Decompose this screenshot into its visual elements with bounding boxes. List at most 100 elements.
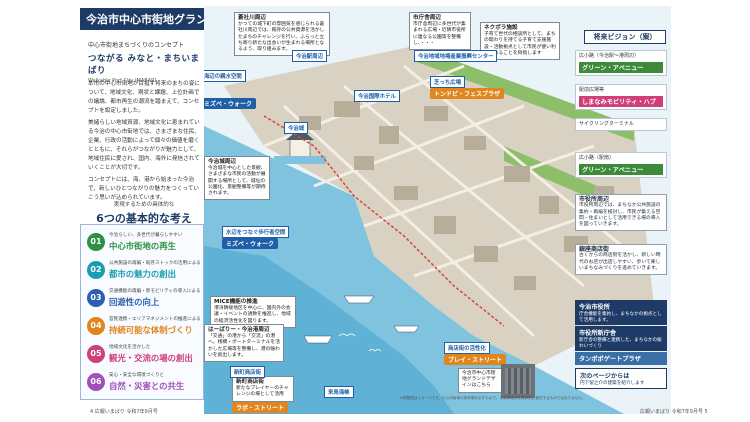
side-card-ginza: 銀座商店街 古くからの商店街を活かし、新しい時代のお店が出店しやすい、歩いて楽し… [575,244,667,276]
policy-subtitle: 官民連携・エリアマネジメントの推進による [109,317,201,322]
plaza-label: 芝っち広場 [430,76,465,88]
policy-item-2: 02 公共施設の再編・既存ストックの活用による 都市の魅力の創出 [87,259,203,283]
qr-code-icon[interactable] [501,364,535,398]
callout-text: 今治城を中心とした景観、さまざまな市民の活動が展開する場所として、城址の公園化、… [208,166,266,197]
tag-play-street: プレイ・ストリート [444,354,507,365]
bar-city-office: 今治市役所 庁舎機能を集約し、まちなかの拠点として活用します。 [575,300,667,325]
policy-subtitle: 交通機能の再編・新モビリティの導入による [109,289,201,294]
vision-card-head: グリーン・アベニュー [579,163,663,175]
concept-main: つながる みなと・まちいまばり [88,54,200,76]
bar-subtitle: 円下留之介の建築を紹介します [580,381,645,386]
shopping-street-label: 商店街の活性化 [444,342,490,354]
vision-title: 将来ビジョン（案） [584,30,666,44]
bar-new-office: 市役所新庁舎 新庁舎の整備と連携した、まちなかの賑わいづくり [575,326,667,351]
vision-card-1: 広小路（今治駅〜港周辺） グリーン・アベニュー [575,50,667,76]
tag-mizube-walk-1: ミズベ・ウォーク [204,98,257,109]
map-drawing [204,46,654,414]
callout-city-hall-area: 市庁舎周辺 市庁舎周辺に多世代が集まれる広場・近隣市役所に連なる公園等を整備し、… [409,12,471,51]
policy-number-badge: 01 [87,233,105,251]
deep-sea-area [204,246,454,414]
walking-route-line [263,115,505,327]
policy-kicker: 実現するための具体的な [113,202,175,208]
policy-headline: 自然・災害との共生 [109,381,185,391]
callout-text: 子育て世代の相談所として、まちの関わりを持てる子育て支援施設・活動拠点として市民… [484,32,556,56]
policy-number-badge: 04 [87,317,105,335]
bar-subtitle: 庁舎機能を集約し、まちなかの拠点として活用します。 [579,312,662,323]
policy-item-6: 06 安心・安全な環境づくりと 自然・災害との共生 [87,371,203,395]
shinmachi-label: 新町商店街 [230,366,265,378]
policy-headline: 観光・交流の場の創出 [109,353,193,363]
bar-title: 次のページからは [580,373,630,380]
policy-headline: 回遊性の向上 [109,297,160,307]
callout-text: 港湾隣接地区を中心に、国内外の会議・イベントの誘致を推進し、地域の経済活性化を図… [214,306,291,324]
station-area-label: 今治駅周辺 [292,50,327,62]
boat-icon [303,295,420,344]
tag-tondopi-plaza: トンドピ・フェスプラザ [430,88,505,99]
vision-card-subtitle: サイクリングターミナル [579,121,634,127]
callout-title: ネクボラ施設 [484,25,518,31]
callout-title: 今治城周辺 [208,159,236,165]
castle-label: 今治城 [284,122,309,134]
page-number: 5 [704,409,708,415]
page-title: 今治市中心市街地グランドデザイン [80,8,235,30]
side-card-title: 銀座商店街 [579,246,610,253]
callout-text: 新たなプレイヤーのチャレンジの場として活用 [236,386,289,398]
green-avenue-north [414,46,634,141]
page-number: 4 [90,409,94,415]
callout-soja-river: 蒼社川周辺 かつての城下町の雰囲気を感じられる蒼社川周辺では、既存の公共資源を活… [234,12,330,57]
side-card-text: 市役所周辺では、まちなか公共施設の集約・再編を検討し、市民が集える空間・住まいと… [579,203,661,228]
policy-subtitle: 公共施設の再編・既存ストックの活用による [109,261,201,266]
port-area-label: 海辺の親水空間 [204,70,246,82]
page-footer: 広報いまばり 令和7年9月号 [94,409,158,415]
vision-card-head: グリーン・アベニュー [579,61,663,73]
policy-subtitle: 安心・安全な環境づくりと [109,373,165,378]
policy-subtitle: 今治らしい、多世代が暮らしやすい [109,233,183,238]
callout-text: かつての城下町の雰囲気を感じられる蒼社川周辺では、既存の公共資源を活かしたまちの… [238,22,325,53]
mizube-walk-label: 水辺をつなぐ歩行者空間 [222,226,290,238]
building-blocks [299,101,614,290]
callout-nekubora: ネクボラ施設 子育て世代の相談所として、まちの関わりを持てる子育て支援施設・活動… [480,22,560,61]
gull-icon [338,333,382,352]
bar-title: 市役所新庁舎 [579,330,617,337]
callout-mice: MICE機能の推進 港湾隣接地区を中心に、国内外の会議・イベントの誘致を推進し、… [210,296,296,328]
callout-text: 市庁舎周辺に多世代が集まれる広場・近隣市役所に連なる公園等を整備し、・・・ [413,22,466,46]
castle-icon [274,128,326,164]
intro-paragraph-3: コンセプトには、海、港から始まった今治で、新しいひとつながりの魅力をつくっていこ… [88,177,199,201]
vision-card-4: 広小路（駅南） グリーン・アベニュー [575,152,667,178]
vision-card-subtitle: 駅前広場等 [579,87,605,93]
side-card-city-hall: 市役所周辺 市役所周辺では、まちなか公共施設の集約・再編を検討し、市民が集える空… [575,194,667,232]
tag-mizube-walk-2: ミズベ・ウォーク [222,238,279,249]
page-footer: 広報いまばり 令和7年9月号 [640,409,703,415]
bar-subtitle: 新庁舎の整備と連携した、まちなかの賑わいづくり [579,338,662,349]
policy-number-badge: 03 [87,289,105,307]
vision-card-subtitle: 広小路（今治駅〜港周辺） [579,53,640,59]
policy-subtitle: 地域文化を活かした [109,345,151,350]
policy-item-4: 04 官民連携・エリアマネジメントの推進による 持続可能な体制づくり [87,315,203,339]
side-card-text: 古くからの商店街を活かし、新しい時代のお店が出店しやすい、歩いて楽しいまちなみづ… [579,253,661,271]
vision-card-head: しまなみモビリティ・ハブ [579,95,663,107]
callout-shinmachi: 新町商店街 新たなプレイヤーのチャレンジの場として活用 [232,376,294,402]
tag-lab-street: ラボ・ストリート [232,402,289,413]
policy-item-1: 01 今治らしい、多世代が暮らしやすい 中心市街地の再生 [87,231,203,255]
callout-title: MICE機能の推進 [214,299,258,305]
vision-card-3: サイクリングターミナル [575,118,667,131]
strait-label: 来島海峡 [324,386,354,398]
callout-imabari-castle: 今治城周辺 今治城を中心とした景観、さまざまな市民の活動が展開する場所として、城… [204,156,270,201]
policy-headline: 持続可能な体制づくり [109,325,193,335]
intro-text: 本市の中心市街地が目指す将来のまちの姿について、地域文化、現状と課題、上位計画で… [88,80,200,206]
city-land [224,46,654,366]
center-label: 今治地域地場産業振興センター [414,50,498,62]
callout-text: 「交通」の港から「交流」の港へ。桟橋・ポートターミナルを活かした広場等を整備し、… [208,334,280,358]
policy-headline: 都市の魅力の創出 [109,269,176,279]
policy-item-3: 03 交通機能の再編・新モビリティの導入による 回遊性の向上 [87,287,203,311]
intro-paragraph-1: 本市の中心市街地が目指す将来のまちの姿について、地域文化、現状と課題、上位計画で… [88,81,200,114]
qr-caption: 今治市中心市街地グランドデザインはこちら [458,368,502,393]
bar-tanpopo-plaza: タンポポゲートプラザ [575,352,667,365]
policy-item-5: 05 地域文化を活かした 観光・交流の場の創出 [87,343,203,367]
policy-list: 01 今治らしい、多世代が暮らしやすい 中心市街地の再生 02 公共施設の再編・… [80,224,204,400]
vision-card-subtitle: 広小路（駅南） [579,155,615,161]
callout-harbor: はーばりー・今治港周辺 「交通」の港から「交流」の港へ。桟橋・ポートターミナルを… [204,324,284,363]
concept-label: 中心市街地まちづくりのコンセプト [88,42,185,49]
concept-block: 中心市街地まちづくりのコンセプト つながる みなと・まちいまばり Walkabl… [88,40,200,84]
footer-note: ※掲載図はイメージです。中心市街地の将来像を示すもので、今後事業化を具体的に検討… [400,396,586,400]
